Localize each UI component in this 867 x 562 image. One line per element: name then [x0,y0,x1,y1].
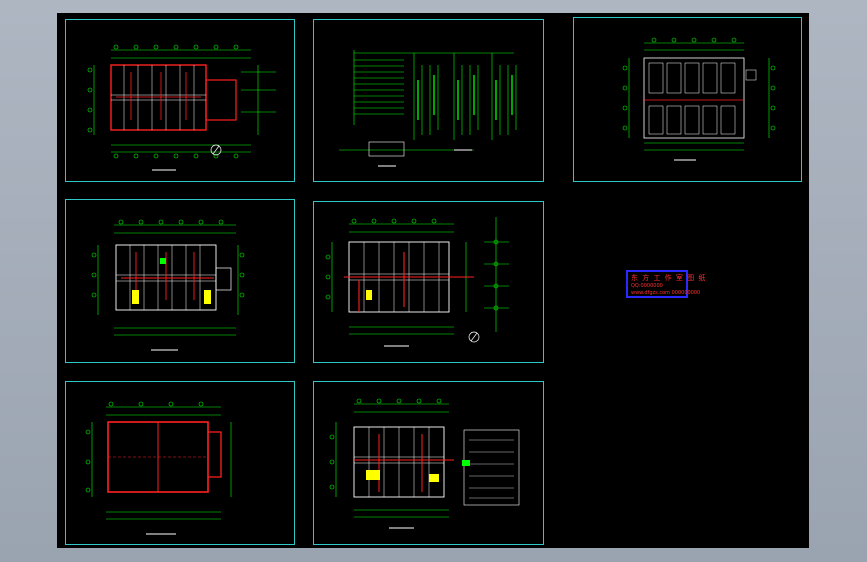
floor-plan-1-drawing [87,44,276,171]
floor-plan-2-drawing [91,219,245,351]
roof-plan-drawing [85,401,232,535]
stamp-line-3: www.dfgzs.com 000000000 [631,290,701,296]
sheet-roof-plan[interactable] [65,381,295,545]
sheet-floor-plan-2[interactable] [65,199,295,363]
sheet-floor-plan-1[interactable] [65,19,295,182]
stamp-title: 东 方 工 作 室 图 纸 [631,274,707,282]
sheet-floor-plan-4[interactable] [313,381,544,545]
cad-canvas[interactable]: 东 方 工 作 室 图 纸 QQ:0000000 www.dfgzs.com 0… [57,13,809,548]
sheet-elevation[interactable] [573,17,802,182]
watermark-stamp: 东 方 工 作 室 图 纸 QQ:0000000 www.dfgzs.com 0… [626,270,705,298]
elevation-drawing [622,37,776,161]
floor-plan-3-drawing [325,217,509,347]
stamp-line-2: QQ:0000000 [631,283,663,289]
sheet-electrical-system-diagram[interactable] [313,19,544,182]
sheet-floor-plan-3[interactable] [313,201,544,363]
floor-plan-4-drawing [329,398,520,529]
electrical-system-diagram-drawing [339,50,517,167]
